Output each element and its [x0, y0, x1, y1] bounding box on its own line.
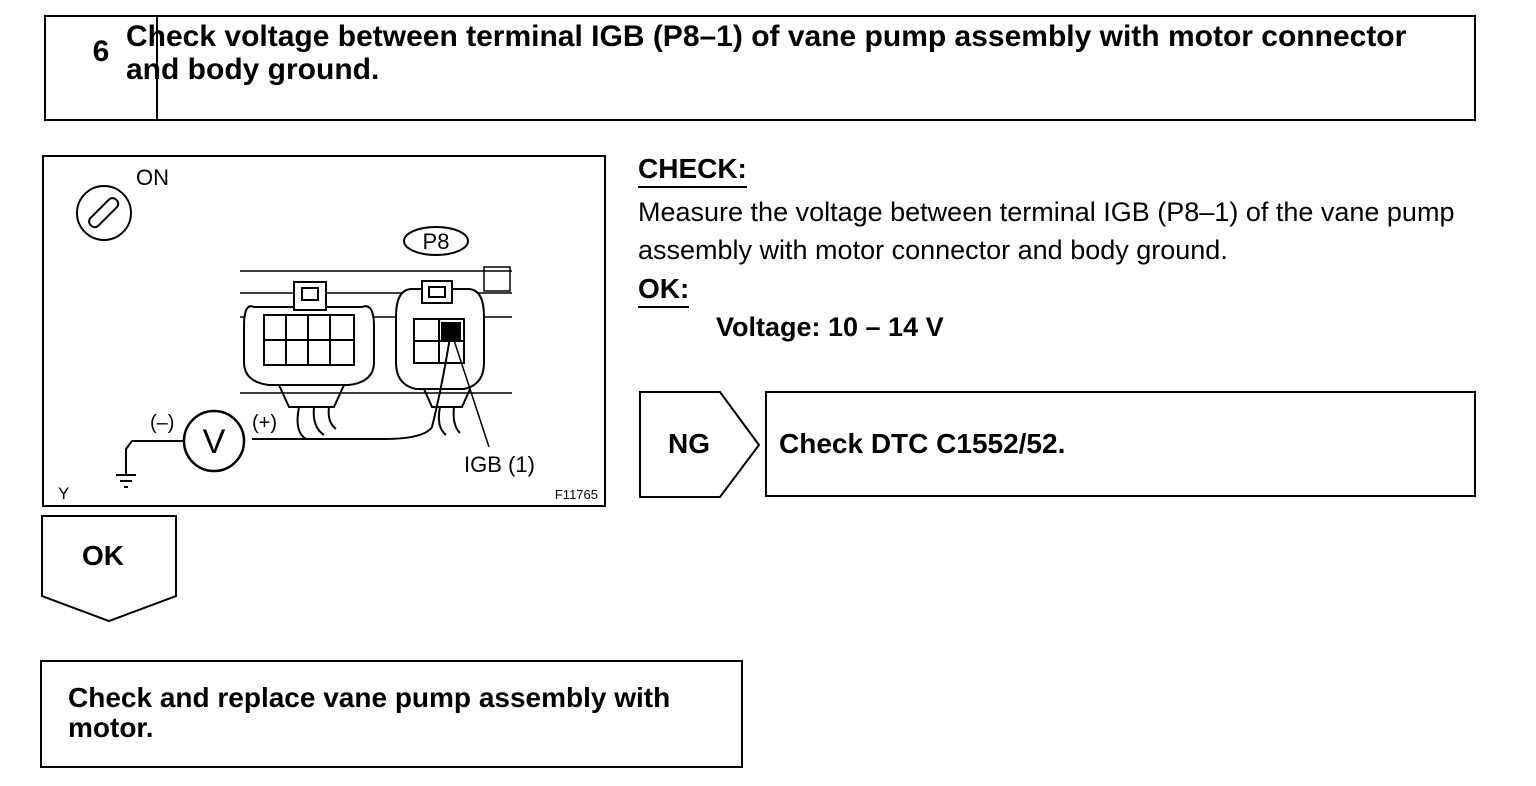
right-connector-p8 — [395, 280, 485, 436]
ng-action-text: Check DTC C1552/52. — [779, 428, 1066, 459]
check-description: Measure the voltage between terminal IGB… — [638, 197, 1455, 265]
connector-callout: P8 — [403, 226, 469, 256]
step-title: Check voltage between terminal IGB (P8–1… — [126, 20, 1407, 86]
ok-heading: OK: — [638, 273, 690, 308]
voltage-spec: Voltage: 10 – 14 V — [716, 312, 944, 342]
result-text: Check and replace vane pump assembly wit… — [68, 682, 671, 743]
result-box — [40, 660, 743, 768]
terminal-callout-line — [450, 330, 490, 448]
ignition-on-label: ON — [136, 165, 169, 190]
probe-wire-negative — [125, 440, 184, 475]
check-heading: CHECK: — [638, 153, 747, 188]
body-ground-icon — [116, 474, 136, 488]
probe-wire-positive — [252, 330, 452, 440]
ok-label: OK — [82, 540, 124, 571]
left-connector — [243, 281, 375, 440]
voltmeter-icon: V — [182, 409, 246, 473]
wire-color-label: Y — [58, 484, 69, 503]
ng-label: NG — [668, 428, 710, 459]
ok-arrow-shape — [41, 515, 177, 623]
figure-id: F11765 — [555, 487, 598, 502]
voltmeter-label: V — [203, 423, 226, 461]
step-number: 6 — [46, 17, 158, 119]
positive-lead-label: (+) — [252, 412, 277, 434]
connector-diagram: ON P8 — [58, 165, 598, 503]
terminal-igb-label: IGB (1) — [464, 452, 535, 477]
ng-arrow-shape — [639, 391, 761, 498]
connector-p8-label: P8 — [423, 229, 450, 254]
negative-lead-label: (–) — [150, 412, 174, 434]
step-header-box: 6 — [44, 15, 1476, 121]
wiring-figure: ON P8 — [42, 155, 606, 507]
ng-action-box — [765, 391, 1476, 497]
ignition-switch-icon — [76, 185, 132, 241]
